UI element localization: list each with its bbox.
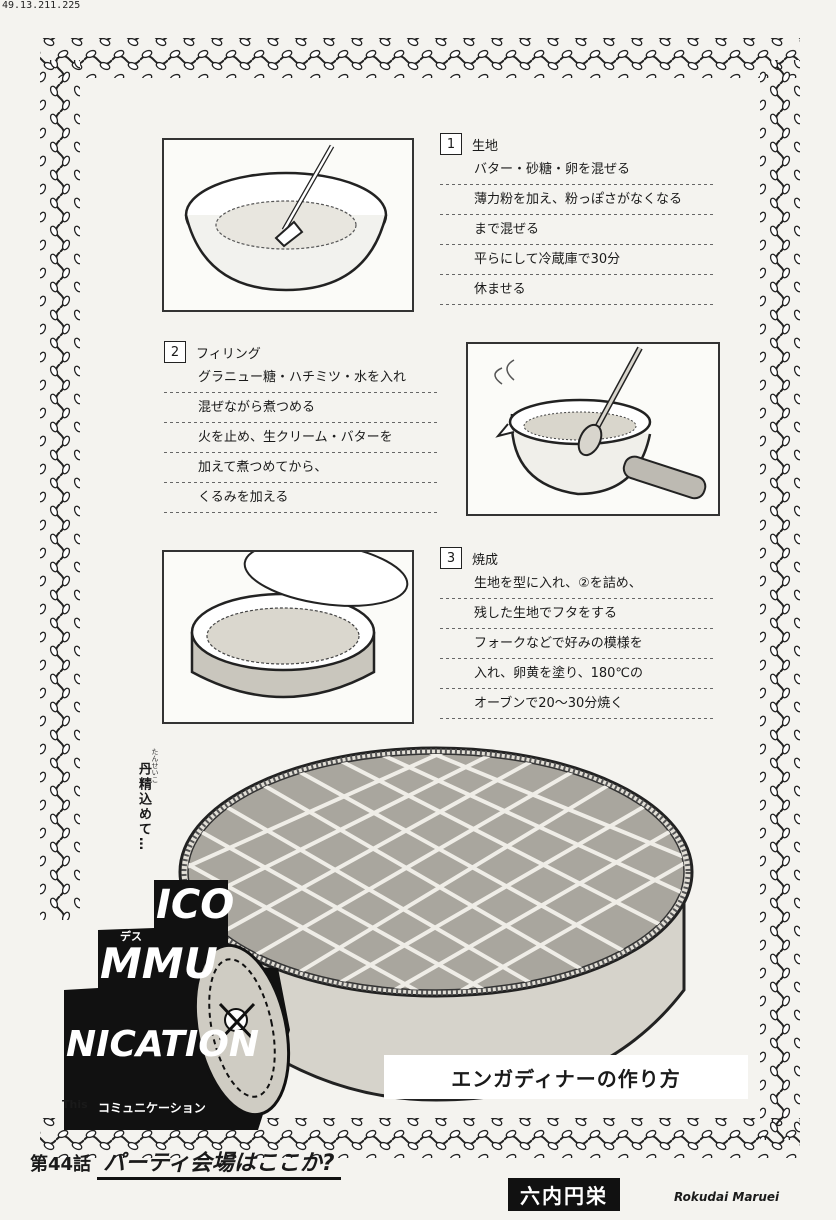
episode-header: 第44話 パーティ会場はここか? xyxy=(30,1145,341,1180)
illustration-saucepan xyxy=(466,342,720,516)
episode-number: 第44話 xyxy=(30,1154,92,1175)
step-1-line: 薄力粉を加え、粉っぽさがなくなる xyxy=(440,185,715,215)
caption-furigana: たんせいこ xyxy=(151,748,159,783)
step-heading-2: フィリング xyxy=(196,346,261,362)
recipe-title: エンガディナーの作り方 xyxy=(384,1055,748,1099)
series-logo: ICO MMU NICATION デス xyxy=(64,880,291,1130)
logo-furigana: デス xyxy=(120,929,142,943)
step-3-line: 生地を型に入れ、②を詰め、 xyxy=(440,569,715,599)
author-roman: Rokudai Maruei xyxy=(674,1190,780,1204)
illustration-bowl xyxy=(162,138,414,312)
step-2-line: くるみを加える xyxy=(164,483,438,513)
step-2-line: 加えて煮つめてから、 xyxy=(164,453,438,483)
step-1-line: 平らにして冷蔵庫で30分 xyxy=(440,245,715,275)
logo-line-1: ICO xyxy=(156,882,234,928)
step-number-3: 3 xyxy=(440,547,462,569)
step-heading-1: 生地 xyxy=(472,138,499,154)
step-2-line: 火を止め、生クリーム・バターを xyxy=(164,423,438,453)
author-name: 六内円栄 xyxy=(508,1178,620,1211)
watermark-text: 49.13.211.225 xyxy=(2,0,81,11)
step-number-1: 1 xyxy=(440,133,462,155)
step-2-line: 混ぜながら煮つめる xyxy=(164,393,438,423)
logo-line-3: NICATION xyxy=(66,1024,259,1065)
step-1-line: バター・砂糖・卵を混ぜる xyxy=(440,155,715,185)
logo-line-2: MMU xyxy=(100,939,218,988)
step-3-line: オーブンで20〜30分焼く xyxy=(440,689,715,719)
step-3: 3 焼成 生地を型に入れ、②を詰め、 残した生地でフタをする フォークなどで好み… xyxy=(440,547,715,719)
step-2: 2 フィリング グラニュー糖・ハチミツ・水を入れ 混ぜながら煮つめる 火を止め、… xyxy=(164,341,438,513)
step-2-line: グラニュー糖・ハチミツ・水を入れ xyxy=(164,363,438,393)
illustration-tart-mold xyxy=(162,541,414,724)
step-1-line: 休ませる xyxy=(440,275,715,305)
step-number-2: 2 xyxy=(164,341,186,363)
logo-subtitle: コミュニケーション xyxy=(92,1098,212,1117)
step-3-line: フォークなどで好みの模様を xyxy=(440,629,715,659)
step-3-line: 残した生地でフタをする xyxy=(440,599,715,629)
step-3-line: 入れ、卵黄を塗り、180℃の xyxy=(440,659,715,689)
step-heading-3: 焼成 xyxy=(472,552,499,568)
episode-title: パーティ会場はここか? xyxy=(97,1145,341,1180)
step-1-line: まで混ぜる xyxy=(440,215,715,245)
step-1: 1 生地 バター・砂糖・卵を混ぜる 薄力粉を加え、粉っぽさがなくなる まで混ぜる… xyxy=(440,133,715,305)
logo-this-label: This xyxy=(62,1098,88,1111)
caption-vertical: 丹精込めて… xyxy=(136,762,151,852)
